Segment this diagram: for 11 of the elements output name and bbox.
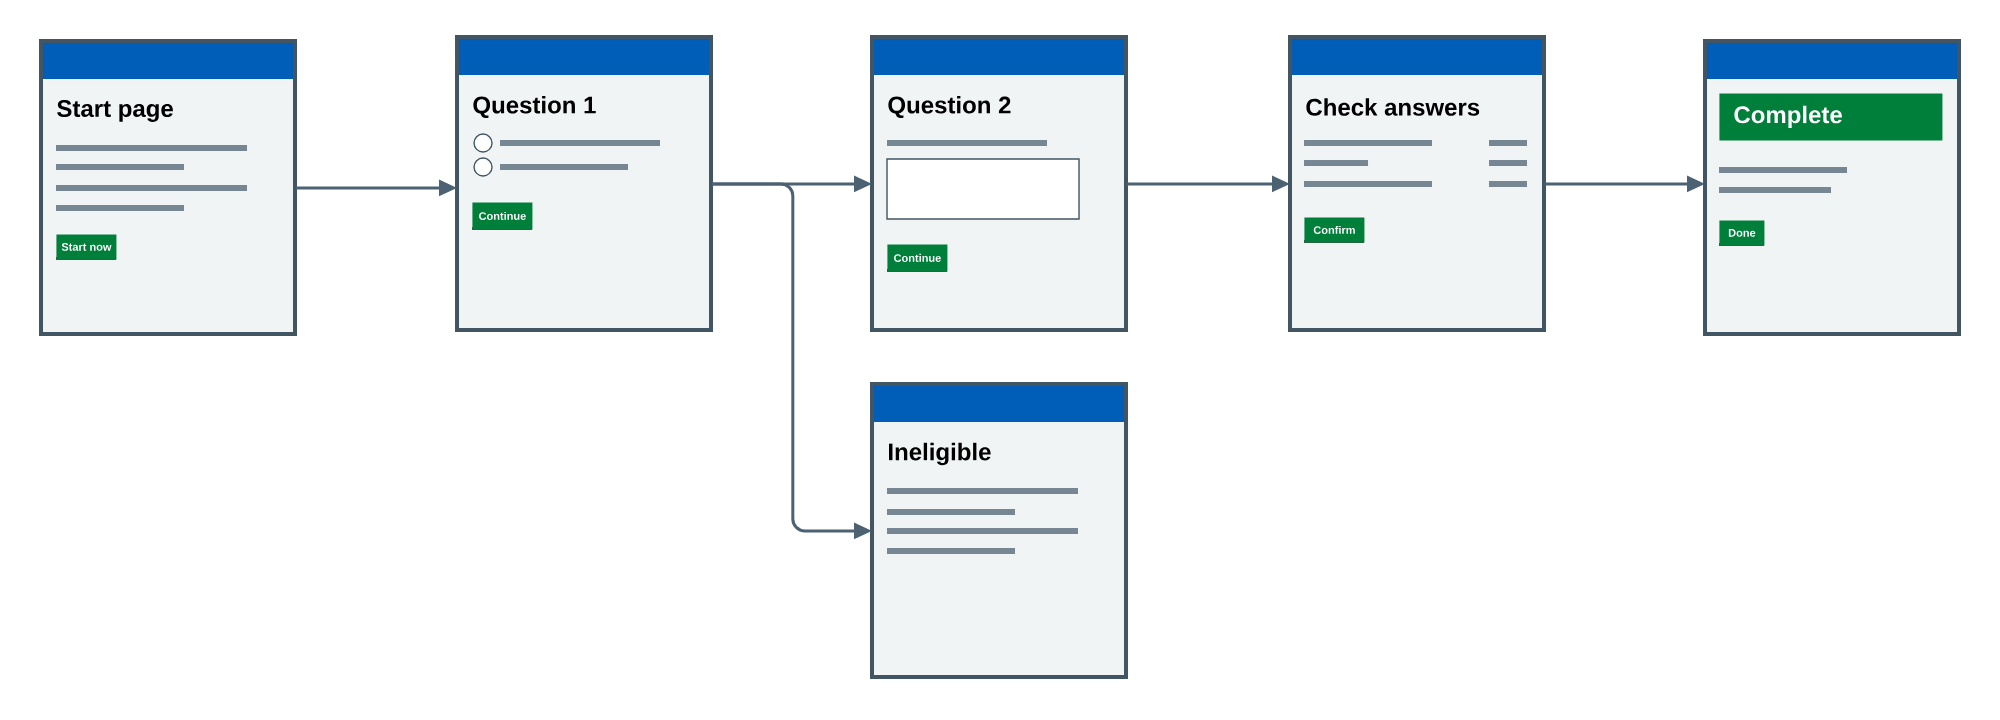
page-heading: Question 2 (888, 95, 1011, 119)
button: Start now (56, 234, 117, 260)
status-banner: Complete (1719, 93, 1943, 141)
button: Done (1719, 220, 1765, 246)
button: Confirm (1304, 217, 1365, 243)
page-heading: Ineligible (889, 442, 991, 466)
page-heading: Start page (57, 100, 173, 122)
page-heading: Question 1 (473, 95, 596, 119)
button: Continue (887, 244, 948, 272)
page-heading: Check answers (1306, 98, 1480, 116)
button: Continue (472, 202, 533, 230)
